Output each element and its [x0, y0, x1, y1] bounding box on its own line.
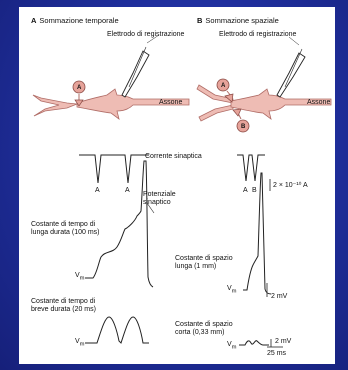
label-long-space-constant: Costante di spazio lunga (1 mm): [175, 255, 245, 271]
label-axon-b: Assone: [307, 99, 330, 107]
neuron-b-dendrite-lower: [199, 105, 233, 121]
label-electrode-a: Elettrodo di registrazione: [107, 31, 184, 39]
vm-label-long-lambda: Vm: [227, 285, 237, 295]
current-trace-a: [79, 155, 149, 183]
current-label-b1: A: [243, 187, 248, 195]
electrode-b: [277, 37, 305, 97]
current-scale-label: 2 × 10⁻¹⁰ A: [273, 182, 308, 190]
label-long-time-constant: Costante di tempo di lunga durata (100 m…: [31, 221, 101, 237]
header-a-letter: A: [31, 16, 36, 25]
label-synaptic-current: Corrente sinaptica: [145, 153, 215, 161]
label-short-time-constant: Costante di tempo di breve durata (20 ms…: [31, 298, 101, 314]
scale-label-2mv-lower: 2 mV: [275, 338, 291, 346]
header-b-title: Sommazione spaziale: [205, 16, 278, 25]
scale-label-2mv-upper: 2 mV: [271, 293, 287, 301]
vm-label-long-tau-sub: m: [80, 275, 85, 281]
header-a-title: Sommazione temporale: [39, 16, 118, 25]
electrode-a-body: [122, 51, 149, 97]
current-label-b2: B: [252, 187, 257, 195]
electrode-b-line: [285, 49, 302, 87]
synapse-a-a-letter: A: [77, 84, 81, 92]
synapse-b-b-letter: B: [241, 123, 245, 131]
electrode-a: [122, 35, 159, 97]
vm-label-long-lambda-sub: m: [232, 288, 237, 294]
electrode-b-body: [277, 53, 305, 97]
scale-label-25ms: 25 ms: [267, 350, 286, 358]
vm-label-short-lambda-sub: m: [232, 344, 237, 350]
vm-label-long-tau: Vm: [75, 272, 85, 282]
potential-trace-short-lambda: [239, 341, 269, 345]
label-electrode-b: Elettrodo di registrazione: [219, 31, 296, 39]
label-axon-a: Assone: [159, 99, 182, 107]
electrode-a-line: [129, 47, 146, 87]
neuron-a-dendrite-left: [33, 95, 77, 116]
vm-label-short-tau: Vm: [75, 338, 85, 348]
current-label-a2: A: [125, 187, 130, 195]
vm-label-short-lambda: Vm: [227, 341, 237, 351]
vm-label-short-tau-sub: m: [80, 341, 85, 347]
label-short-space-constant: Costante di spazio corta (0,33 mm): [175, 321, 245, 337]
potential-trace-short-tau: [85, 317, 149, 343]
label-synaptic-potential: Potenziale sinaptico: [143, 191, 193, 207]
synapse-b-a-letter: A: [221, 82, 225, 90]
header-b-letter: B: [197, 16, 202, 25]
synapse-b-b-bouton: [233, 109, 241, 116]
current-label-a1: A: [95, 187, 100, 195]
